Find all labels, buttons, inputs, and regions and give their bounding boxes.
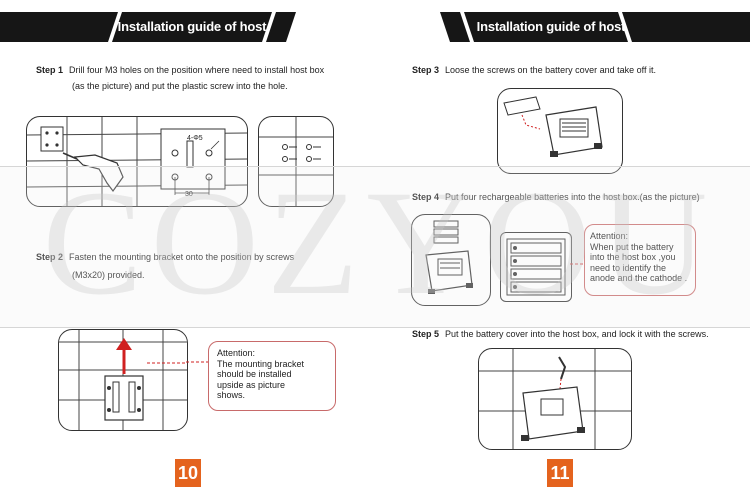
left-header-title: Installation guide of host box: [117, 19, 267, 64]
step5-text: Step 5 Put the battery cover into the hos…: [412, 326, 709, 342]
step2-line2: (M3x20) provided.: [72, 270, 145, 280]
right-attention-line: anode and the cathode .: [590, 273, 688, 283]
left-attention-line: The mounting bracket: [217, 358, 305, 369]
wall-tiles-drawing: [27, 117, 247, 206]
step3-text: Step 3 Loose the screws on the battery co…: [412, 62, 656, 78]
right-attention-line: When put the battery: [590, 241, 674, 252]
left-attention-line: should be installed: [217, 369, 292, 379]
step4-battery-figure: [500, 232, 572, 302]
left-attention-line: upside as picture: [217, 379, 286, 390]
right-attention-title: Attention:: [590, 231, 629, 241]
step2-label: Step 2: [36, 252, 64, 262]
right-attention-line: need to identify the: [590, 262, 667, 273]
step5-body: Put the battery cover into the host box,…: [445, 329, 709, 339]
step4-box-figure: [411, 214, 491, 306]
step1-dim-top: 4-Φ5: [187, 135, 203, 142]
host-box-open-drawing: [503, 96, 603, 157]
battery-compartment-drawing: [506, 238, 566, 296]
step1-holes-figure: [258, 116, 334, 207]
right-header-title: Installation guide of host box: [476, 19, 626, 64]
left-attention-line: shows.: [217, 390, 246, 400]
step5-figure: [478, 348, 632, 450]
step1-text: Step 1 Drill four M3 holes on the positio…: [36, 62, 324, 78]
step2-bracket-figure: [58, 329, 188, 431]
step4-text: Step 4 Put four rechargeable batteries in…: [412, 189, 700, 205]
left-attention-box: Attention: The mounting bracket should b…: [208, 341, 336, 411]
left-header: Installation guide of host box: [0, 12, 380, 64]
step1-line2: (as the picture) and put the plastic scr…: [72, 81, 288, 91]
step4-body: Put four rechargeable batteries into the…: [445, 192, 700, 202]
batteries-into-box-drawing: [425, 220, 473, 294]
host-box-closed-drawing: [479, 349, 631, 449]
right-header-shape: [440, 12, 750, 42]
step1-dim-bottom: 30: [185, 191, 193, 198]
right-header: Installation guide of host box: [440, 12, 750, 64]
left-header-shape: [0, 12, 296, 42]
step1-line1: Drill four M3 holes on the position wher…: [69, 65, 325, 75]
step5-label: Step 5: [412, 329, 440, 339]
right-page-number: 11: [547, 459, 573, 487]
left-attention-title: Attention:: [217, 348, 256, 358]
step2-text: Step 2 Fasten the mounting bracket onto t…: [36, 249, 294, 265]
step3-label: Step 3: [412, 65, 440, 75]
step3-body: Loose the screws on the battery cover an…: [445, 65, 656, 75]
step2-line1: Fasten the mounting bracket onto the pos…: [69, 252, 295, 262]
step1-wall-figure: 4-Φ5 30: [26, 116, 248, 207]
right-attention-box: Attention: When put the battery into the…: [584, 224, 696, 296]
holes-drawing: [259, 117, 333, 206]
step1-label: Step 1: [36, 65, 64, 75]
step4-label: Step 4: [412, 192, 440, 202]
right-attention-line: into the host box ,you: [590, 252, 676, 262]
bracket-mounting-drawing: [59, 330, 187, 430]
left-page-number: 10: [175, 459, 201, 487]
step3-figure: [497, 88, 623, 174]
